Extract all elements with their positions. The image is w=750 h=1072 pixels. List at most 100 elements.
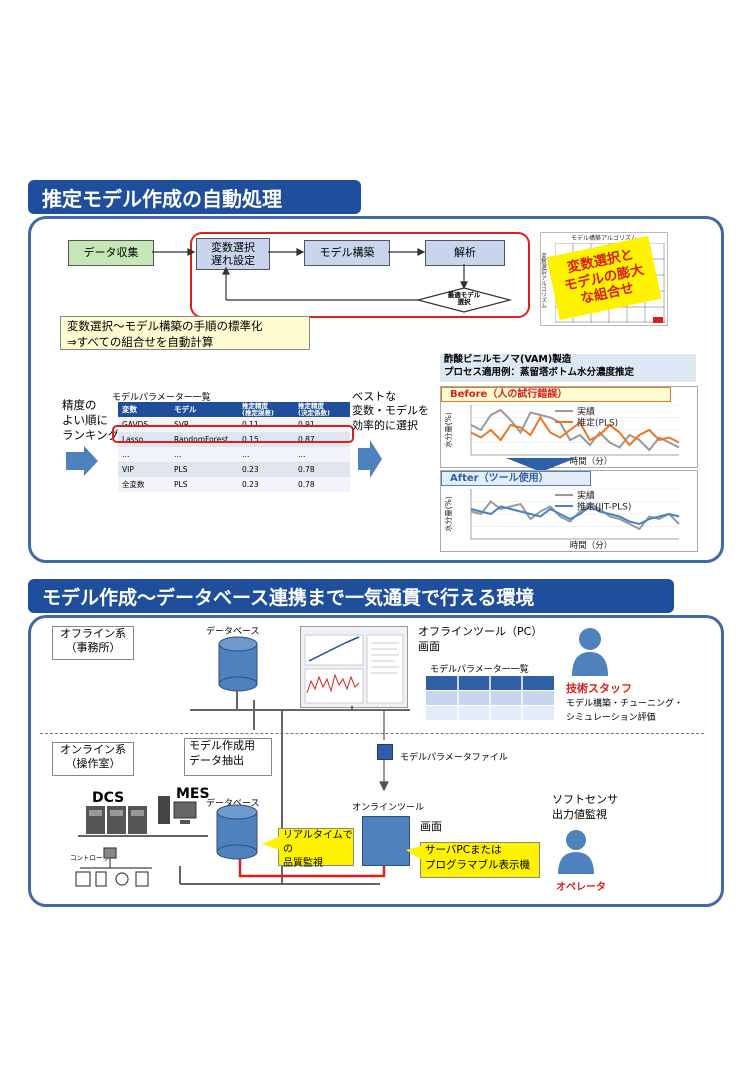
section2-banner: モデル作成～データベース連携まで一気通貫で行える環境 — [28, 579, 674, 613]
after-chart-title: After（ツール使用） — [441, 471, 591, 486]
flow-data-collection: データ収集 — [68, 240, 154, 266]
screen-label: 画面 — [420, 820, 442, 833]
online-label: オンライン系 （操作室） — [52, 742, 134, 776]
matrix-title: モデル構築アルゴリズム — [571, 235, 637, 242]
series-line — [470, 415, 680, 447]
param-file-label: モデルパラメータファイル — [400, 753, 508, 763]
flow-optimal-select: 最適モデル 選択 — [447, 291, 481, 307]
operator-person-icon — [558, 830, 594, 874]
table-cell: … — [118, 447, 170, 462]
table-cell: VIP — [118, 462, 170, 477]
soft-sensor-label: ソフトセンサ 出力値監視 — [552, 793, 618, 822]
example-title: 酢酸ビニルモノマ(VAM)製造 プロセス適用例：蒸留塔ボトム水分濃度推定 — [440, 354, 696, 382]
matrix-axis-label: 変数選択アルゴリズム — [540, 253, 546, 308]
table-cell: 0.11 — [238, 417, 294, 432]
x-axis-label: 時間（分） — [570, 456, 613, 467]
table-cell: 0.23 — [238, 477, 294, 492]
legend-label: 推定(JIT-PLS) — [577, 501, 631, 513]
tech-staff-person-icon — [572, 628, 608, 676]
flow-variable-select: 変数選択 遅れ設定 — [196, 238, 270, 270]
db-label-bottom: データベース — [206, 799, 260, 809]
screenshot-plots — [304, 634, 404, 704]
param-file-icon — [377, 744, 393, 760]
table-cell: 0.91 — [294, 417, 350, 432]
legend-label: 推定(PLS) — [577, 417, 618, 429]
offline-tool-label: オフラインツール（PC） 画面 — [418, 625, 543, 654]
table-header: 変数 — [118, 402, 170, 417]
ranking-arrow-icon — [66, 446, 98, 476]
dcs-label: DCS — [92, 790, 125, 806]
db-label-top: データベース — [206, 627, 260, 637]
database-icon — [216, 804, 258, 860]
realtime-callout: リアルタイムでの 品質監視 — [278, 828, 354, 869]
param-list-label: モデルパラメーター一覧 — [430, 665, 529, 675]
offline-online-divider — [40, 733, 704, 734]
legend-label: 実績 — [577, 406, 595, 418]
table-cell: 全変数 — [118, 477, 170, 492]
param-list-grid — [426, 676, 554, 722]
y-axis-label: 水分量(%) — [443, 412, 453, 448]
flow-decision-diamond — [415, 287, 513, 313]
x-axis-label: 時間（分） — [570, 540, 613, 551]
flow-arrows — [152, 248, 513, 313]
controller-label: コントローラ — [70, 854, 109, 862]
table-cell: 0.15 — [238, 432, 294, 447]
table-cell: … — [170, 447, 238, 462]
standardization-note: 変数選択～モデル構築の手順の標準化 ⇒すべての組合せを自動計算 — [60, 316, 310, 350]
table-cell: PLS — [170, 477, 238, 492]
before-chart: Before（人の試行錯誤） 実績推定(PLS) 水分量(%) 時間（分） — [440, 386, 698, 468]
param-table-title: モデルパラメーター一覧 — [112, 393, 211, 403]
table-header: 推定精度 (決定係数) — [294, 402, 350, 417]
offline-tool-screenshot — [300, 626, 408, 708]
best-arrow-icon — [358, 440, 382, 478]
realtime-callout-pointer — [262, 836, 280, 850]
extract-label: モデル作成用 データ抽出 — [184, 738, 272, 776]
table-cell: Lasso — [118, 432, 170, 447]
table-cell: … — [238, 447, 294, 462]
table-cell: 0.87 — [294, 432, 350, 447]
param-grid-svg — [426, 676, 554, 722]
tech-staff-label: 技術スタッフ — [566, 682, 632, 695]
legend-label: 実績 — [577, 490, 595, 502]
series-line — [470, 505, 680, 526]
mes-server-icon — [158, 796, 197, 824]
flow-red-frame — [190, 232, 530, 318]
tech-staff-task: モデル構築・チューニング・ シミュレーション評価 — [566, 699, 684, 723]
dcs-cabinets-icon — [86, 806, 147, 834]
ranking-label: 精度の よい順に ランキング — [62, 398, 120, 442]
server-callout-pointer — [406, 846, 422, 860]
operator-label: オペレータ — [556, 882, 606, 893]
after-chart: After（ツール使用） 実績推定(JIT-PLS) 水分量(%) 時間（分） — [440, 470, 698, 552]
table-cell: GAVDS — [118, 417, 170, 432]
before-chart-title: Before（人の試行錯誤） — [441, 387, 671, 402]
table-cell: PLS — [170, 462, 238, 477]
plant-equipment-icon — [75, 847, 152, 887]
flow-model-build: モデル構築 — [304, 240, 390, 266]
server-callout: サーバPCまたは プログラマブル表示機 — [420, 842, 540, 878]
table-cell: … — [294, 447, 350, 462]
table-header-row: 変数 モデル 推定精度 (推定誤差) 推定精度 (決定係数) — [118, 402, 350, 417]
best-selection-label: ベストな 変数・モデルを 効率的に選択 — [352, 390, 429, 432]
online-tool-label: オンラインツール — [352, 803, 425, 813]
section1-banner: 推定モデル作成の自動処理 — [28, 180, 361, 214]
table-row: ………… — [118, 447, 350, 462]
table-top-row-highlight — [112, 425, 354, 443]
database-icon — [218, 636, 258, 692]
table-header: モデル — [170, 402, 238, 417]
y-axis-label: 水分量(%) — [443, 496, 453, 532]
mes-label: MES — [176, 786, 210, 802]
table-header: 推定精度 (推定誤差) — [238, 402, 294, 417]
table-cell: 0.78 — [294, 477, 350, 492]
online-tool-screen — [362, 816, 410, 866]
table-cell: 0.23 — [238, 462, 294, 477]
table-cell: 0.78 — [294, 462, 350, 477]
series-line — [470, 408, 680, 452]
